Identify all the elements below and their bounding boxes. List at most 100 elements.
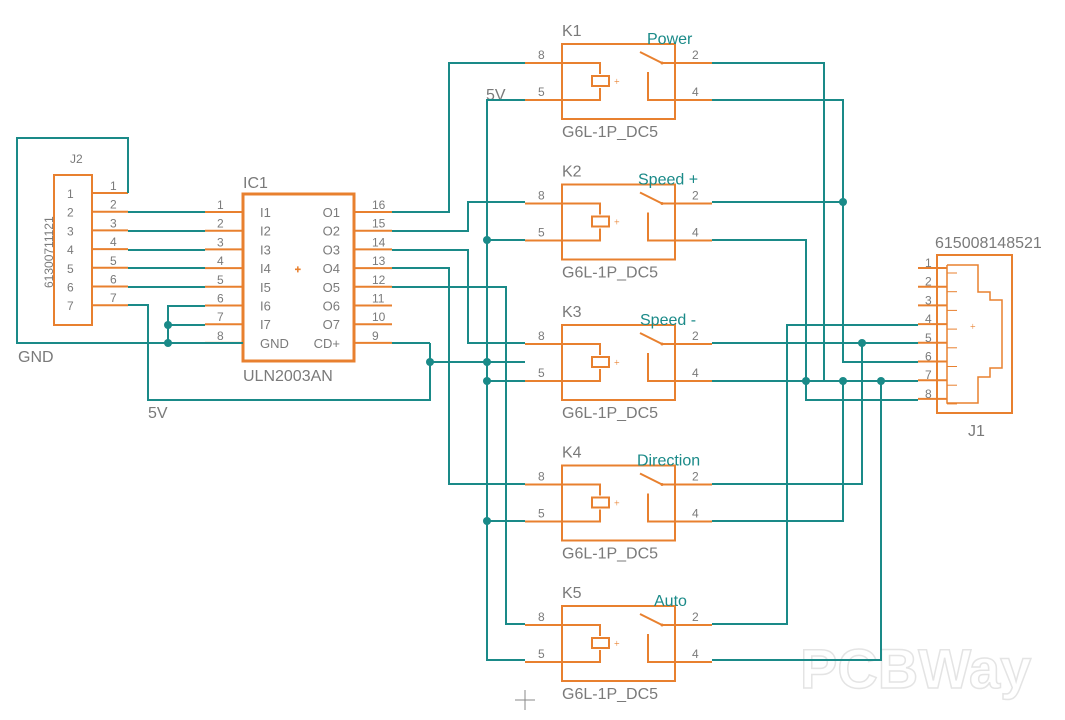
j1-ref: J1 xyxy=(968,423,985,440)
ic1-left-pin-number: 3 xyxy=(217,235,224,249)
relay-coil-lead xyxy=(562,62,601,74)
wire-o3-k3 xyxy=(392,249,525,344)
relay-origin-mark: + xyxy=(614,77,620,88)
ic1-right-pin-number: 11 xyxy=(372,292,385,306)
ic1-right-pin-name: CD+ xyxy=(314,336,340,351)
ic1-right-pin-name: O1 xyxy=(323,205,340,220)
ic1-left-pin-number: 2 xyxy=(217,217,224,231)
relay-contact-lead xyxy=(647,353,675,382)
j2-pin-name: 1 xyxy=(67,187,74,201)
ic1-left-pin-name: I3 xyxy=(260,242,271,257)
relay-origin-mark: + xyxy=(614,358,620,369)
relay-coil-lead xyxy=(562,88,601,101)
relay-coil xyxy=(591,637,610,649)
junction-dot xyxy=(483,358,491,366)
relay-coil xyxy=(591,75,610,87)
relay-pin-number: 8 xyxy=(538,48,545,62)
relay-ref: K3 xyxy=(562,304,582,321)
relay-contact-lead xyxy=(647,634,675,663)
j2-pin-number: 6 xyxy=(110,273,117,287)
ic1-right-pin-number: 16 xyxy=(372,198,386,212)
j1-pin-number: 5 xyxy=(925,331,932,345)
ic1-right-pin-number: 10 xyxy=(372,310,386,324)
ic1-left-pin-name: I4 xyxy=(260,261,271,276)
wire-o4-k4 xyxy=(392,267,525,485)
junction-dot xyxy=(839,377,847,385)
relay-part: G6L-1P_DC5 xyxy=(562,405,658,422)
relay-pin-number: 5 xyxy=(538,647,545,661)
wire-k5-2 xyxy=(712,324,918,625)
relays: K1G6L-1P_DC5Power8524+K2G6L-1P_DC5Speed … xyxy=(525,23,712,703)
wire-k1-4 xyxy=(712,99,918,363)
j2-pin-number: 5 xyxy=(110,254,117,268)
relay-pin-number: 8 xyxy=(538,189,545,203)
ic1-origin-mark: + xyxy=(295,265,301,276)
relay-contact-point xyxy=(660,483,664,486)
j2-ref: J2 xyxy=(70,152,83,166)
j2-pin-number: 3 xyxy=(110,216,117,230)
relay-coil-lead xyxy=(562,343,601,355)
relay-contact-lead xyxy=(647,493,675,523)
j1-part: 615008148521 xyxy=(935,235,1042,252)
relay-function-label: Direction xyxy=(637,453,700,470)
ic1-right-pin-number: 14 xyxy=(372,235,386,249)
j2-pin-number: 2 xyxy=(110,198,117,212)
wire-o2-k2 xyxy=(392,201,525,232)
wire-k1-2 xyxy=(712,62,918,382)
j2-pin-name: 6 xyxy=(67,281,74,295)
junction-dot xyxy=(164,339,172,347)
j1-pin-number: 6 xyxy=(925,350,932,364)
ic1-right-pin-name: O3 xyxy=(323,242,340,257)
relay-body xyxy=(561,183,676,261)
wire-5v-left xyxy=(128,304,431,401)
ic1-ref: IC1 xyxy=(243,175,268,192)
relay-pin-number: 2 xyxy=(692,48,699,62)
ic1-left-pin-name: GND xyxy=(260,336,289,351)
wire-k3-4 xyxy=(712,380,844,522)
junction-dot xyxy=(802,377,810,385)
ic1-right-pin-number: 13 xyxy=(372,254,386,268)
relay-coil xyxy=(591,496,610,509)
junction-dot xyxy=(483,377,491,385)
junction-dot xyxy=(426,358,434,366)
wires xyxy=(16,62,918,661)
relay-function-label: Power xyxy=(647,31,693,48)
ic1-right-pin-number: 12 xyxy=(372,273,386,287)
relay-pin-number: 2 xyxy=(692,329,699,343)
relay-body xyxy=(561,43,676,120)
relay-pin-number: 2 xyxy=(692,610,699,624)
relay-switch-arm xyxy=(639,472,663,486)
relay-pin-number: 5 xyxy=(538,507,545,521)
ic1-right-pin-number: 15 xyxy=(372,217,386,231)
ic1-left-pin-number: 6 xyxy=(217,292,224,306)
relay-ref: K4 xyxy=(562,445,582,462)
relay-pin-number: 4 xyxy=(692,366,699,380)
ic1-body xyxy=(241,192,356,363)
relay-pin-number: 5 xyxy=(538,85,545,99)
j2-pin-name: 4 xyxy=(67,243,74,257)
relay-contact-point xyxy=(660,342,664,346)
cursor-crosshair xyxy=(515,690,535,710)
relay-switch-arm xyxy=(639,332,663,345)
relay-contact-point xyxy=(660,623,664,627)
relay-body xyxy=(561,324,676,401)
junction-dot xyxy=(839,198,847,206)
relay-contact-point xyxy=(660,61,664,65)
ic1-right-pin-name: O4 xyxy=(323,261,340,276)
relay-switch-arm xyxy=(639,191,663,205)
relay-part: G6L-1P_DC5 xyxy=(562,124,658,141)
junctions xyxy=(164,198,885,525)
relay-pin-number: 8 xyxy=(538,470,545,484)
relay-function-label: Speed + xyxy=(638,172,698,189)
wire-k5-4 xyxy=(712,381,882,661)
relay-pin-number: 8 xyxy=(538,329,545,343)
relay-part: G6L-1P_DC5 xyxy=(562,265,658,282)
